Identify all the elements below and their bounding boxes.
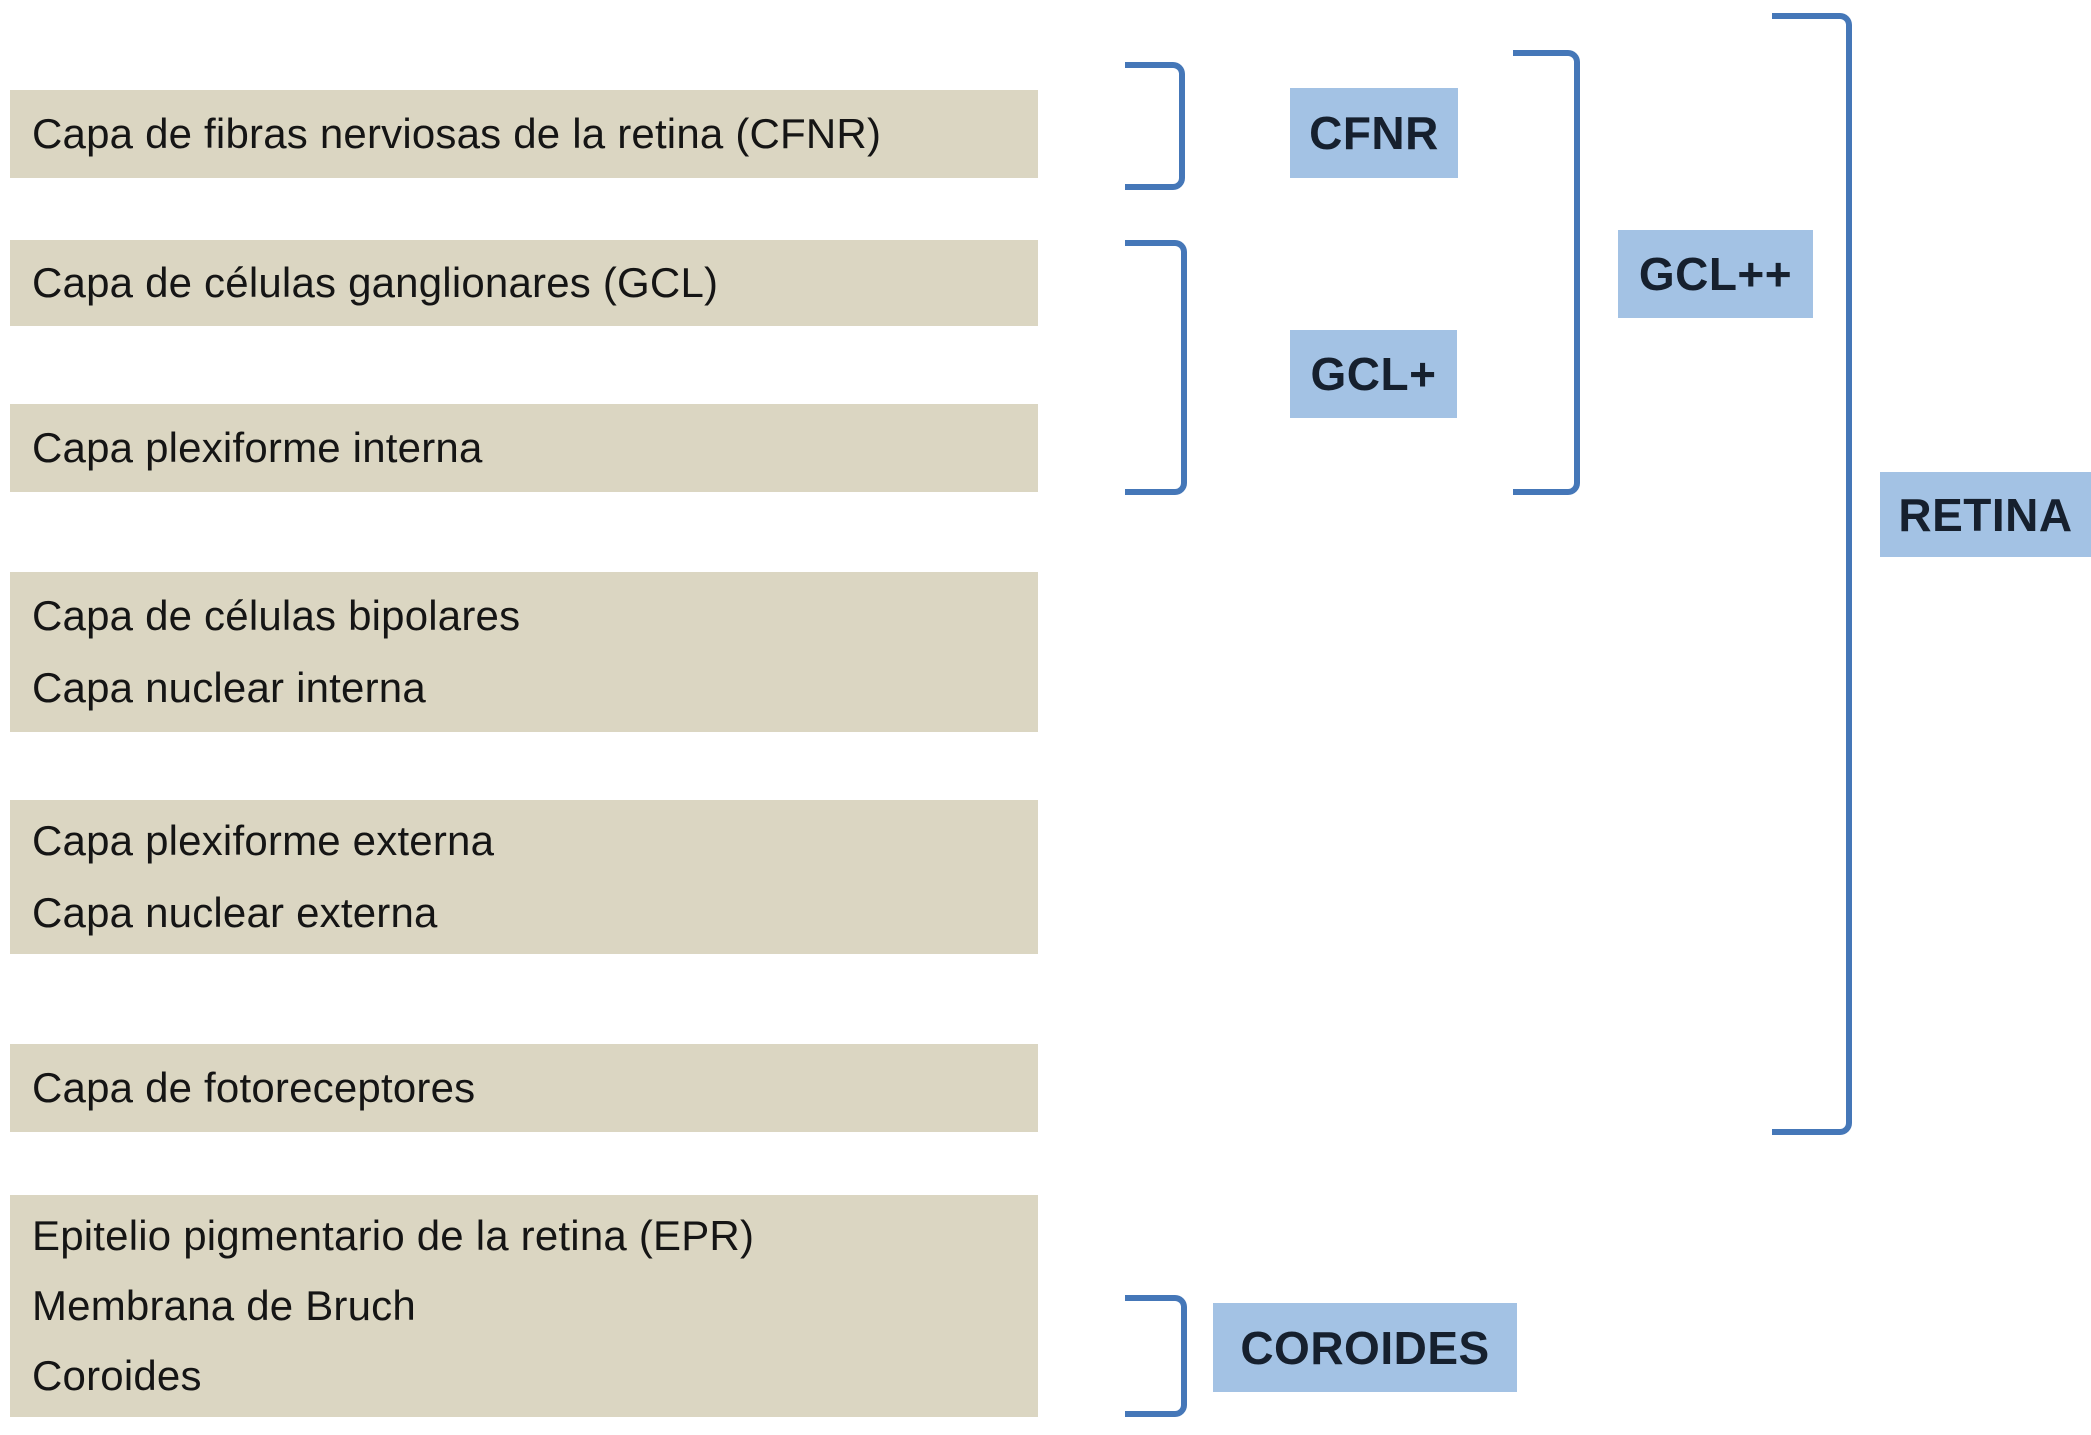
gcl-plus-plus-bracket (1513, 50, 1580, 495)
layer-box-bipolares-nuclear-interna: Capa de células bipolares Capa nuclear i… (10, 572, 1038, 732)
layer-label: Capa de fotoreceptores (32, 1064, 476, 1111)
layer-label: Epitelio pigmentario de la retina (EPR) (32, 1212, 755, 1259)
cfnr-bracket (1125, 62, 1185, 190)
retina-bracket (1772, 13, 1852, 1135)
layer-label: Capa nuclear interna (32, 664, 426, 711)
coroides-group-label: COROIDES (1213, 1303, 1517, 1392)
layer-label: Membrana de Bruch (32, 1282, 416, 1329)
cfnr-group-label: CFNR (1290, 88, 1458, 178)
layer-box-plexiforme-interna: Capa plexiforme interna (10, 404, 1038, 492)
layer-label: Capa de fibras nerviosas de la retina (C… (32, 110, 882, 157)
gcl-plus-plus-group-label: GCL++ (1618, 230, 1813, 318)
layer-box-fotoreceptores: Capa de fotoreceptores (10, 1044, 1038, 1132)
layer-label: Capa plexiforme externa (32, 817, 495, 864)
layer-box-gcl: Capa de células ganglionares (GCL) (10, 240, 1038, 326)
layer-label: Capa plexiforme interna (32, 424, 483, 471)
layer-box-cfnr: Capa de fibras nerviosas de la retina (C… (10, 90, 1038, 178)
layer-label: Capa de células bipolares (32, 592, 521, 639)
layer-box-epr-bruch-coroides: Epitelio pigmentario de la retina (EPR) … (10, 1195, 1038, 1417)
gcl-plus-bracket (1125, 240, 1187, 495)
retina-group-label: RETINA (1880, 472, 2091, 557)
layer-label: Coroides (32, 1352, 202, 1399)
gcl-plus-group-label: GCL+ (1290, 330, 1457, 418)
layer-label: Capa nuclear externa (32, 889, 438, 936)
layer-label: Capa de células ganglionares (GCL) (32, 259, 719, 306)
layer-box-plexiforme-nuclear-externa: Capa plexiforme externa Capa nuclear ext… (10, 800, 1038, 954)
coroides-bracket (1125, 1295, 1187, 1417)
